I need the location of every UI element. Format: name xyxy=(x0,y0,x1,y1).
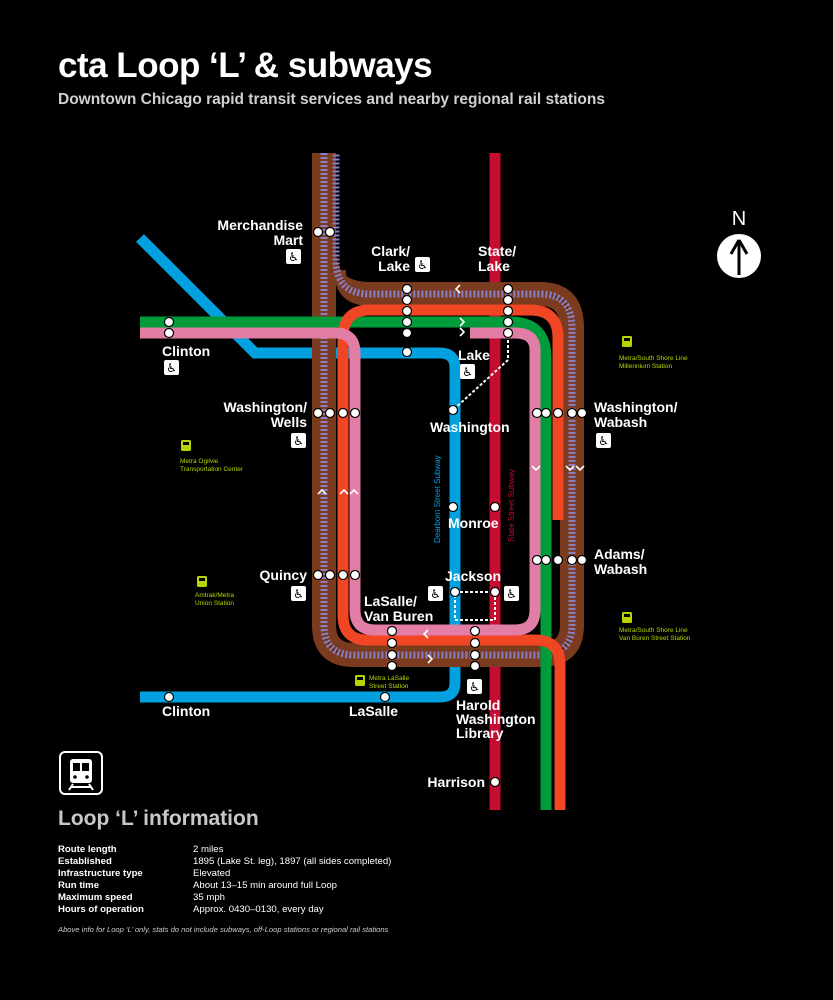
svg-text:♿: ♿ xyxy=(288,250,299,264)
accessible-icon: ♿ xyxy=(291,433,306,448)
accessible-icon: ♿ xyxy=(596,433,611,448)
info-value: 35 mph xyxy=(193,892,225,903)
dearborn-subway-label: Dearborn Street Subway xyxy=(433,455,442,543)
svg-text:♿: ♿ xyxy=(469,680,480,694)
accessible-icon: ♿ xyxy=(428,586,443,601)
info-title: Loop ‘L’ information xyxy=(58,807,259,830)
info-row: Maximum speed 35 mph xyxy=(58,892,391,904)
station-label-lake: Lake xyxy=(458,347,490,363)
station-label-clark-lake: Clark/Lake xyxy=(371,243,410,274)
map-subtitle: Downtown Chicago rapid transit services … xyxy=(58,91,605,108)
metra-train-icon xyxy=(181,440,191,451)
accessible-icon: ♿ xyxy=(164,360,179,375)
train-icon xyxy=(59,751,103,795)
compass-rose: N xyxy=(717,208,761,278)
station-label-monroe: Monroe xyxy=(448,515,499,531)
info-value: 1895 (Lake St. leg), 1897 (all sides com… xyxy=(193,856,392,867)
info-value: Elevated xyxy=(193,868,231,879)
info-label: Hours of operation xyxy=(58,904,144,915)
svg-text:♿: ♿ xyxy=(166,361,177,375)
info-label: Infrastructure type xyxy=(58,868,143,879)
station-label-state-lake: State/Lake xyxy=(478,243,516,274)
accessible-icon: ♿ xyxy=(286,249,301,264)
svg-text:♿: ♿ xyxy=(293,587,304,601)
direction-chevrons xyxy=(317,284,585,664)
north-arrow-icon xyxy=(729,239,749,275)
info-label: Run time xyxy=(58,880,100,891)
station-label-lasalle-vanburen: LaSalle/Van Buren xyxy=(364,593,433,624)
station-label-washington-wabash: Washington/Wabash xyxy=(594,399,678,430)
info-row: Route length 2 miles xyxy=(58,844,391,856)
station-label-adams-wabash: Adams/Wabash xyxy=(594,546,647,577)
station-label-clinton-blue: Clinton xyxy=(162,703,210,719)
compass-n-label: N xyxy=(732,208,746,230)
metra-icons xyxy=(181,336,632,686)
map-title: cta Loop ‘L’ & subways xyxy=(58,46,433,85)
blue-line xyxy=(136,234,461,703)
info-value: About 13–15 min around full Loop xyxy=(193,880,338,891)
orange-line xyxy=(337,304,566,810)
info-row: Run time About 13–15 min around full Loop xyxy=(58,880,391,892)
info-row: Infrastructure type Elevated xyxy=(58,868,391,880)
info-value: 2 miles xyxy=(193,844,224,855)
metra-train-icon xyxy=(622,336,632,347)
station-label-washington-wells: Washington/Wells xyxy=(224,399,308,430)
svg-text:♿: ♿ xyxy=(462,365,473,379)
accessibility-icons: ♿ ♿ ♿ ♿ ♿ ♿ ♿ ♿ ♿ ♿ xyxy=(164,249,611,694)
accessible-icon: ♿ xyxy=(504,586,519,601)
station-label-lasalle: LaSalle xyxy=(349,703,398,719)
brown-line-inner xyxy=(324,250,572,655)
info-row: Established 1895 (Lake St. leg), 1897 (al… xyxy=(58,856,391,868)
brown-line xyxy=(312,153,584,667)
purple-line xyxy=(320,153,576,659)
station-label-clinton-green: Clinton xyxy=(162,343,210,359)
info-label: Established xyxy=(58,856,112,867)
accessible-icon: ♿ xyxy=(467,679,482,694)
metra-train-icon xyxy=(622,612,632,623)
metra-train-icon xyxy=(355,675,365,686)
pink-line xyxy=(140,327,541,636)
svg-text:♿: ♿ xyxy=(598,434,609,448)
station-label-harrison: Harrison xyxy=(427,774,485,790)
station-label-quincy: Quincy xyxy=(260,567,308,583)
info-row: Hours of operation Approx. 0430–0130, eve… xyxy=(58,904,391,916)
info-label: Route length xyxy=(58,844,117,855)
svg-text:♿: ♿ xyxy=(430,587,441,601)
station-dots xyxy=(163,226,588,788)
accessible-icon: ♿ xyxy=(415,257,430,272)
info-label: Maximum speed xyxy=(58,892,133,903)
svg-text:♿: ♿ xyxy=(506,587,517,601)
accessible-icon: ♿ xyxy=(460,364,475,379)
metra-train-icon xyxy=(197,576,207,587)
svg-text:♿: ♿ xyxy=(293,434,304,448)
info-note: Above info for Loop ‘L’ only, stats do n… xyxy=(58,925,389,934)
state-subway-label: State Street Subway xyxy=(507,469,516,542)
station-label-jackson: Jackson xyxy=(445,568,501,584)
info-value: Approx. 0430–0130, every day xyxy=(193,904,324,915)
accessible-icon: ♿ xyxy=(291,586,306,601)
station-label-washington: Washington xyxy=(430,419,510,435)
jackson-connector xyxy=(454,591,496,621)
pedway-connector xyxy=(452,340,509,411)
svg-text:♿: ♿ xyxy=(417,258,428,272)
info-table: Route length 2 miles Established 1895 (Lak… xyxy=(58,844,391,916)
